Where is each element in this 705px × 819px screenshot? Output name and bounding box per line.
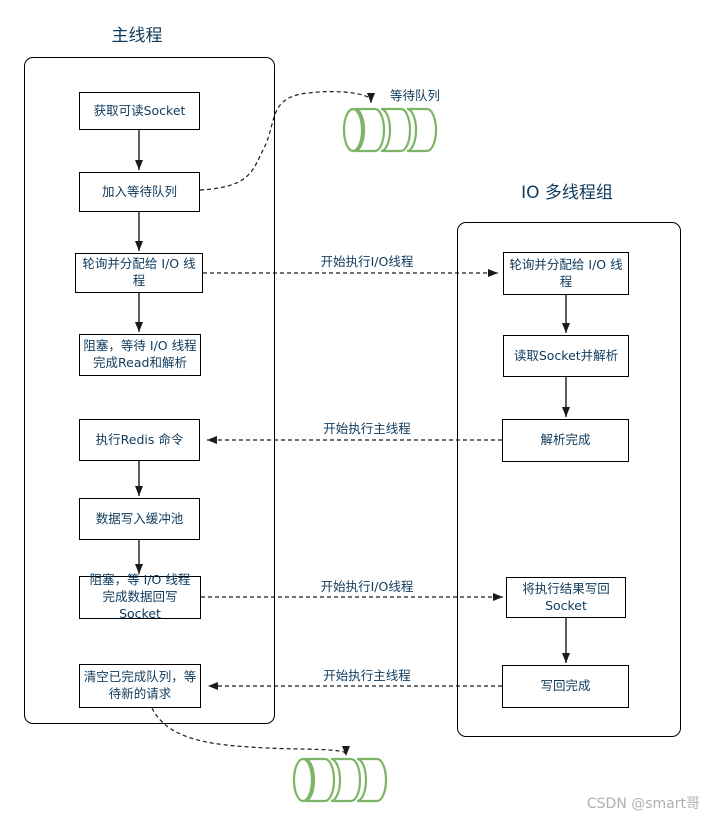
node-write-data-buffer: 数据写入缓冲池 [79, 498, 200, 540]
node-exec-redis-command: 执行Redis 命令 [79, 419, 200, 461]
cross-thread-arrows [151, 91, 503, 757]
ionode-writeback-done: 写回完成 [502, 665, 629, 708]
io-thread-group-title: IO 多线程组 [521, 183, 613, 203]
edge-label-start-main-2: 开始执行主线程 [323, 668, 411, 683]
node-poll-assign-io-thread: 轮询并分配给 I/O 线程 [75, 253, 203, 293]
ionode-write-result-socket: 将执行结果写回 Socket [506, 577, 626, 618]
ionode-read-parse-socket: 读取Socket并解析 [503, 335, 629, 377]
bottom-queue-cylinder [292, 757, 388, 803]
wait-queue-label: 等待队列 [390, 88, 441, 103]
node-block-wait-read-parse: 阻塞，等待 I/O 线程 完成Read和解析 [79, 334, 201, 376]
watermark-text: CSDN @smart哥 [586, 796, 700, 812]
node-join-wait-queue: 加入等待队列 [79, 172, 200, 212]
edge-label-start-main-1: 开始执行主线程 [323, 421, 411, 436]
wait-queue-cylinder [342, 107, 438, 153]
edge-label-start-io-1: 开始执行I/O线程 [320, 254, 414, 269]
arrow-to-wait-queue [199, 91, 375, 191]
node-acquire-readable-socket: 获取可读Socket [79, 92, 200, 130]
main-thread-container [24, 57, 275, 724]
main-thread-title: 主线程 [111, 26, 163, 46]
ionode-parse-done: 解析完成 [502, 419, 629, 462]
arrow-to-bottom-queue [151, 707, 350, 757]
node-clear-finished-queue: 清空已完成队列，等 待新的请求 [79, 664, 201, 708]
node-block-wait-writeback: 阻塞，等 I/O 线程 完成数据回写Socket [79, 572, 201, 621]
ionode-poll-assign-io-thread: 轮询并分配给 I/O 线程 [503, 252, 629, 295]
io-thread-group-container [457, 222, 681, 737]
edge-label-start-io-2: 开始执行I/O线程 [320, 579, 414, 594]
